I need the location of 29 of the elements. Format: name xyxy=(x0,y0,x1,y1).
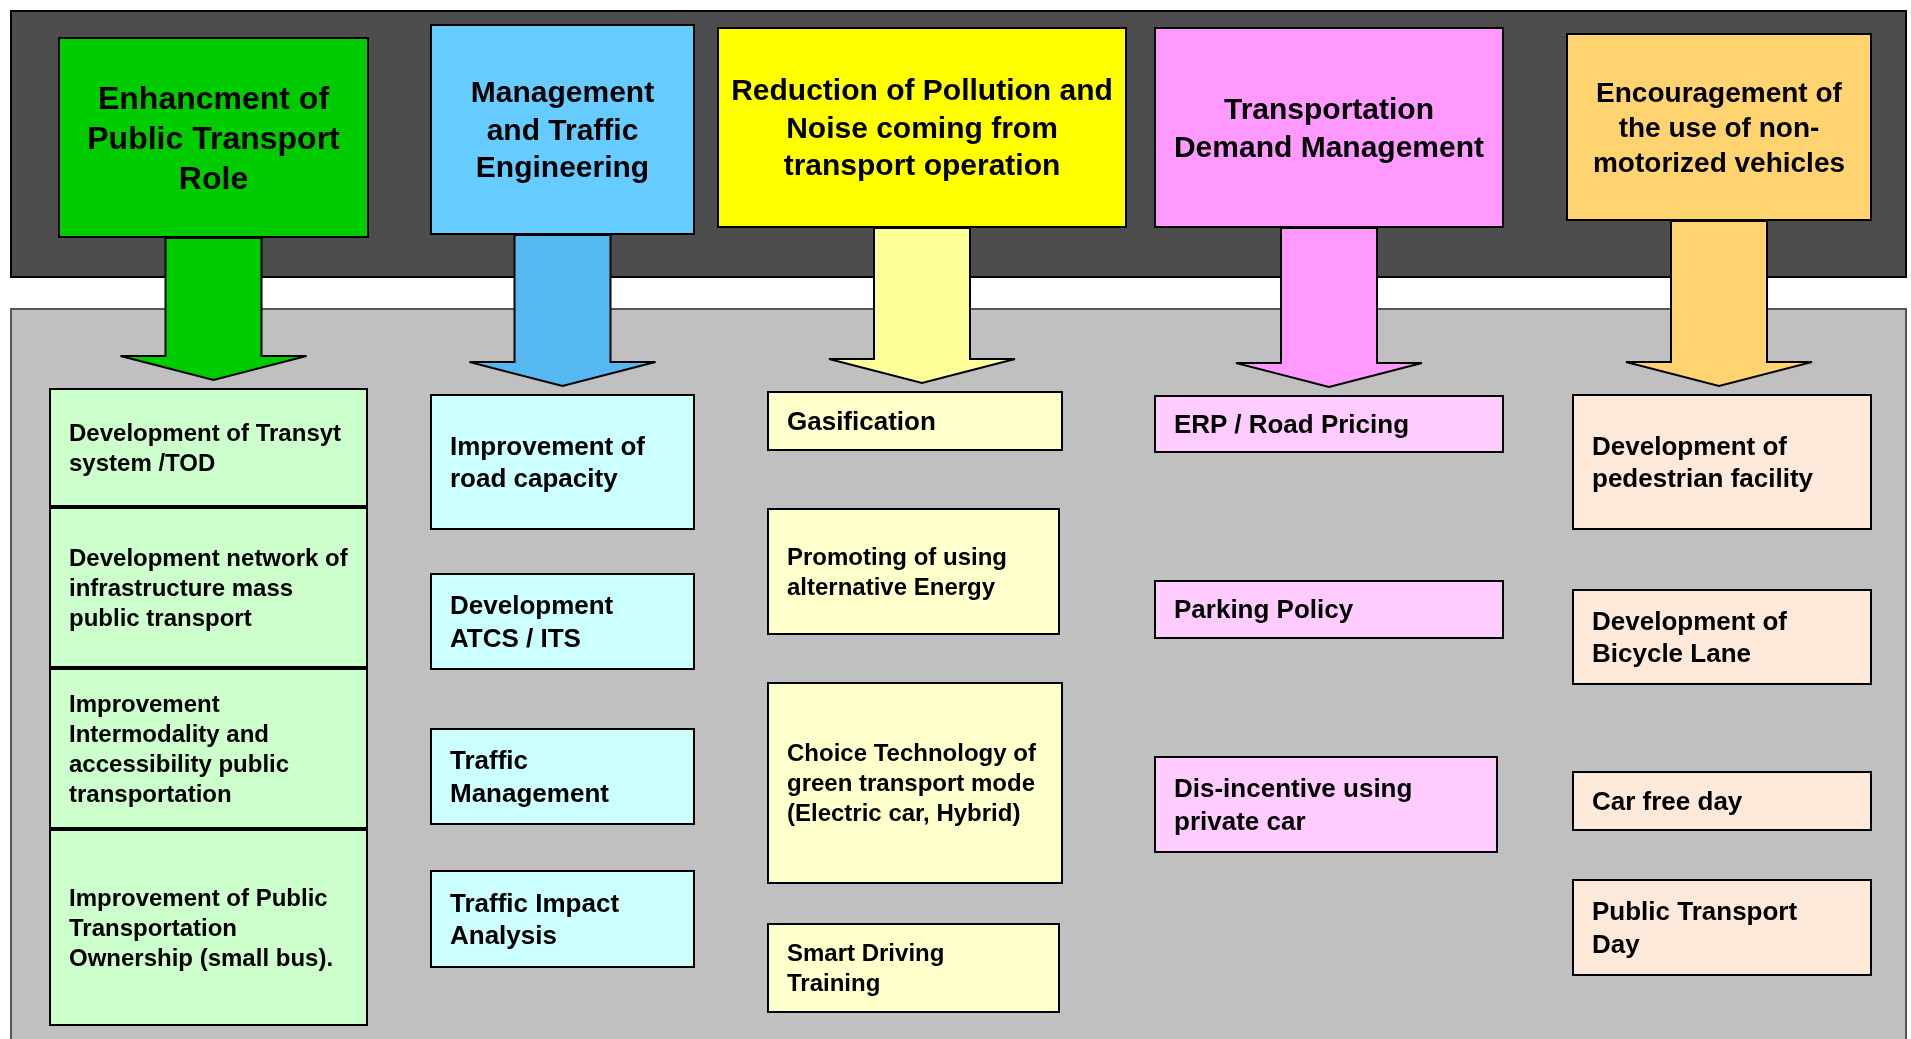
measure-box: Gasification xyxy=(767,391,1063,451)
measure-box: Development of Bicycle Lane xyxy=(1572,589,1872,685)
measure-box: Improvement Intermodality and accessibility public transportation xyxy=(49,668,368,829)
measure-box: Traffic Management xyxy=(430,728,695,825)
category-box: Encouragement of the use of non-motorized vehicles xyxy=(1566,33,1872,221)
measure-box: Development network of infrastructure mass public transport xyxy=(49,507,368,668)
measure-box: Development of pedestrian facility xyxy=(1572,394,1872,530)
category-box: Transportation Demand Management xyxy=(1154,27,1504,228)
block-arrow xyxy=(1625,220,1813,388)
category-box: Management and Traffic Engineering xyxy=(430,24,695,235)
block-arrow xyxy=(828,227,1016,385)
measure-box: Improvement of Public Transportation Ownership (small bus). xyxy=(49,829,368,1026)
measure-box: Traffic Impact Analysis xyxy=(430,870,695,968)
measure-box: ERP / Road Pricing xyxy=(1154,395,1504,453)
measure-box: Development of Transyt system /TOD xyxy=(49,388,368,507)
measure-box: Parking Policy xyxy=(1154,580,1504,639)
block-arrow xyxy=(1235,227,1423,389)
block-arrow xyxy=(119,237,308,382)
measure-box: Dis-incentive using private car xyxy=(1154,756,1498,853)
category-box: Enhancment of Public Transport Role xyxy=(58,37,369,238)
category-box: Reduction of Pollution and Noise coming from transport operation xyxy=(717,27,1127,228)
measure-box: Smart Driving Training xyxy=(767,923,1060,1013)
measure-box: Promoting of using alternative Energy xyxy=(767,508,1060,635)
measure-box: Development ATCS / ITS xyxy=(430,573,695,670)
measure-box: Choice Technology of green transport mode (Electric car, Hybrid) xyxy=(767,682,1063,884)
measure-box: Improvement of road capacity xyxy=(430,394,695,530)
measure-box: Car free day xyxy=(1572,771,1872,831)
block-arrow xyxy=(468,234,657,388)
measure-box: Public Transport Day xyxy=(1572,879,1872,976)
